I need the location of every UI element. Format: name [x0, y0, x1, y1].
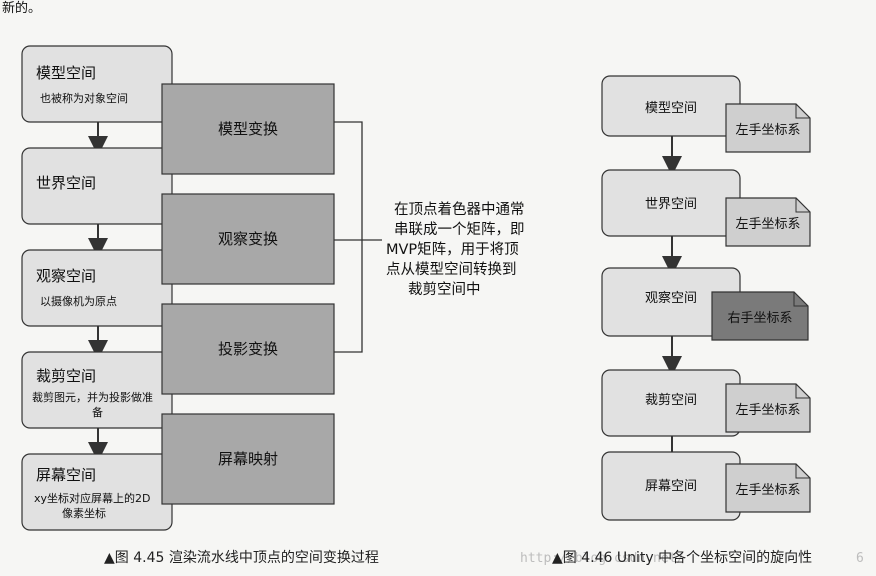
handedness-note-model	[725, 103, 811, 153]
top-fragment-text: 新的。	[2, 0, 41, 16]
handedness-label-model: 左手坐标系	[735, 123, 800, 138]
transform-label-model: 模型变换	[218, 120, 278, 138]
space-title-view: 观察空间	[36, 267, 96, 285]
space-title-model: 模型空间	[36, 64, 96, 82]
right-space-title-screen: 屏幕空间	[645, 479, 697, 494]
space-title-world: 世界空间	[36, 174, 96, 192]
transform-box-screen-mapping	[161, 413, 335, 505]
transform-label-screen-mapping: 屏幕映射	[218, 450, 278, 468]
transform-box-view	[161, 193, 335, 285]
space-subtitle-model: 也被称为对象空间	[40, 91, 128, 105]
transform-bracket	[334, 121, 363, 353]
transform-label-projection: 投影变换	[218, 340, 278, 358]
space-subtitle-screen-line1: xy坐标对应屏幕上的2D	[34, 491, 151, 505]
right-space-title-model: 模型空间	[645, 101, 697, 116]
watermark-url: http://blog.csdn.net/	[520, 551, 684, 566]
space-title-clip: 裁剪空间	[36, 367, 96, 385]
right-space-title-view: 观察空间	[645, 291, 697, 306]
handedness-note-view	[711, 291, 809, 341]
handedness-note-clip	[725, 383, 811, 433]
mvp-note-line4: 点从模型空间转换到	[386, 261, 517, 278]
space-box-view	[21, 249, 173, 327]
space-box-world	[21, 147, 173, 225]
handedness-label-clip: 左手坐标系	[735, 403, 800, 418]
handedness-label-world: 左手坐标系	[735, 217, 800, 232]
right-space-title-world: 世界空间	[645, 197, 697, 212]
caption-figure-4-45: ▲图 4.45 渲染流水线中顶点的空间变换过程	[104, 549, 379, 566]
mvp-note-line1: 在顶点着色器中通常	[394, 201, 525, 218]
mvp-note-line5: 裁剪空间中	[408, 280, 481, 298]
right-space-title-clip: 裁剪空间	[645, 392, 697, 408]
handedness-label-screen: 左手坐标系	[735, 483, 800, 498]
handedness-note-fold-screen	[795, 464, 810, 479]
space-subtitle-clip-line2: 备	[92, 405, 103, 419]
transform-label-view: 观察变换	[218, 230, 278, 248]
watermark-tail: 6	[856, 551, 864, 566]
space-box-model	[21, 45, 173, 123]
caption-figure-4-46: ▲图 4.46 Unity 中各个坐标空间的旋向性	[552, 550, 812, 566]
mvp-note-line2: 串联成一个矩阵，即	[394, 221, 525, 238]
handedness-note-fold-world	[795, 198, 810, 213]
space-subtitle-clip-line1: 裁剪图元，并为投影做准	[32, 390, 153, 404]
mvp-note-line3: MVP矩阵，用于将顶	[386, 241, 519, 258]
transform-box-projection	[161, 303, 335, 395]
handedness-note-screen	[725, 463, 811, 513]
handedness-note-fold-view	[793, 292, 808, 307]
handedness-note-world	[725, 197, 811, 247]
space-title-screen: 屏幕空间	[36, 466, 96, 484]
space-subtitle-view: 以摄像机为原点	[40, 294, 117, 308]
handedness-note-fold-model	[795, 104, 810, 119]
space-subtitle-screen-line2: 像素坐标	[62, 506, 106, 520]
transform-box-model	[161, 83, 335, 175]
handedness-label-view: 右手坐标系	[727, 311, 792, 326]
handedness-note-fold-clip	[795, 384, 810, 399]
